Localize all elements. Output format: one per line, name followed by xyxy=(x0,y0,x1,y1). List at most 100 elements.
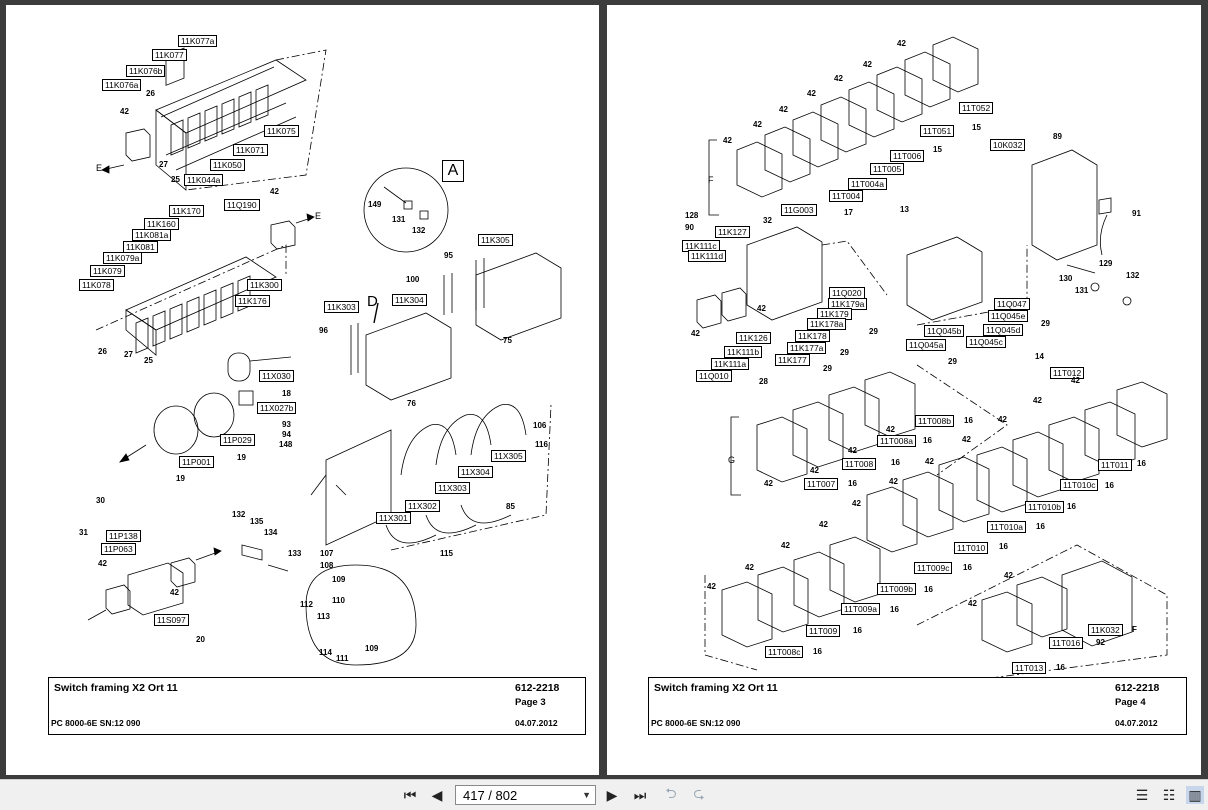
page-4: 11T052 11T051 11T006 11T005 11T004a 11T0… xyxy=(607,5,1201,775)
rotate-left-icon[interactable]: ⮌ xyxy=(665,785,677,801)
document-viewport[interactable]: 11K077a 11K077 11K076b 11K076a 11K075 11… xyxy=(0,0,1208,779)
part-label-11K300: 11K300 xyxy=(247,279,282,291)
part-label-11T009a: 11T009a xyxy=(841,603,880,615)
machine-model: PC 8000-6E SN:12 090 xyxy=(651,718,741,728)
callout-number: 16 xyxy=(1056,663,1065,672)
part-label-11P138: 11P138 xyxy=(106,530,141,542)
part-label-11K303: 11K303 xyxy=(324,301,359,313)
part-label-11K304: 11K304 xyxy=(392,294,427,306)
callout-number: 42 xyxy=(834,74,843,83)
part-label-11P001: 11P001 xyxy=(179,456,214,468)
callout-number: 42 xyxy=(886,425,895,434)
callout-number: 42 xyxy=(120,107,129,116)
callout-number: 25 xyxy=(171,175,180,184)
continuous-view-icon[interactable]: ☷ xyxy=(1162,786,1176,803)
callout-number: 132 xyxy=(412,226,426,235)
callout-number: 14 xyxy=(1035,352,1044,361)
callout-number: 16 xyxy=(999,542,1008,551)
callout-number: 13 xyxy=(900,205,909,214)
callout-number: 16 xyxy=(924,585,933,594)
callout-number: 133 xyxy=(288,549,302,558)
callout-number: 128 xyxy=(685,211,699,220)
callout-number: 32 xyxy=(763,216,772,225)
skip-to-first-icon[interactable]: ⏮ xyxy=(403,786,417,803)
callout-number: 42 xyxy=(807,89,816,98)
callout-number: 42 xyxy=(998,415,1007,424)
page-selector[interactable]: 417 / 802 ▼ xyxy=(455,785,596,805)
callout-number: 90 xyxy=(685,223,694,232)
previous-page-icon[interactable]: ◀ xyxy=(431,786,443,803)
callout-number: 106 xyxy=(533,421,547,430)
callout-number: 149 xyxy=(368,200,382,209)
callout-number: 112 xyxy=(300,600,313,609)
callout-number: 29 xyxy=(948,357,957,366)
part-label-11K077a: 11K077a xyxy=(178,35,218,47)
callout-number: 42 xyxy=(1033,396,1042,405)
callout-number: 108 xyxy=(320,561,334,570)
callout-number: 16 xyxy=(963,563,972,572)
part-label-11K177: 11K177 xyxy=(775,354,810,366)
callout-number: 42 xyxy=(889,477,898,486)
callout-number: 131 xyxy=(392,215,406,224)
callout-number: 26 xyxy=(98,347,107,356)
part-label-11T009: 11T009 xyxy=(806,625,841,637)
part-label-11K127: 11K127 xyxy=(715,226,750,238)
callout-number: 19 xyxy=(176,474,185,483)
part-label-11S097: 11S097 xyxy=(154,614,189,626)
callout-number: 17 xyxy=(844,208,853,217)
callout-number: 31 xyxy=(79,528,88,537)
part-label-11K032: 11K032 xyxy=(1088,624,1123,636)
callout-number: 16 xyxy=(923,436,932,445)
part-label-11T008: 11T008 xyxy=(842,458,877,470)
callout-number: 115 xyxy=(440,549,453,558)
exploded-parts-drawing xyxy=(87,47,562,666)
part-label-11X304: 11X304 xyxy=(458,466,493,478)
callout-number: 27 xyxy=(159,160,168,169)
callout-number: 16 xyxy=(890,605,899,614)
part-label-11T010c: 11T010c xyxy=(1060,479,1099,491)
part-label-11T004a: 11T004a xyxy=(848,178,887,190)
callout-number: 16 xyxy=(813,647,822,656)
page-3: 11K077a 11K077 11K076b 11K076a 11K075 11… xyxy=(6,5,599,775)
part-label-11T010a: 11T010a xyxy=(987,521,1026,533)
exploded-parts-drawing xyxy=(696,36,1168,686)
part-label-11K170: 11K170 xyxy=(169,205,204,217)
callout-number: 29 xyxy=(1041,319,1050,328)
page-number: Page 3 xyxy=(515,697,546,708)
callout-number: 93 xyxy=(282,420,291,429)
callout-number: 16 xyxy=(1137,459,1146,468)
callout-number: 19 xyxy=(237,453,246,462)
callout-number: 16 xyxy=(1105,481,1114,490)
callout-number: 42 xyxy=(170,588,179,597)
part-label-11T011: 11T011 xyxy=(1098,459,1132,471)
chevron-down-icon: ▼ xyxy=(582,790,591,800)
callout-number: 42 xyxy=(863,60,872,69)
next-page-icon[interactable]: ▶ xyxy=(606,786,618,803)
group-label-F: F xyxy=(708,175,714,185)
callout-number: 91 xyxy=(1132,209,1141,218)
callout-number: 109 xyxy=(332,575,346,584)
callout-number: 131 xyxy=(1075,286,1089,295)
part-label-11X302: 11X302 xyxy=(405,500,440,512)
group-label-G: G xyxy=(728,455,736,465)
callout-number: 42 xyxy=(1004,571,1013,580)
part-label-11X303: 11X303 xyxy=(435,482,470,494)
callout-number: 134 xyxy=(264,528,278,537)
part-label-11T009c: 11T009c xyxy=(914,562,953,574)
part-label-11Q010: 11Q010 xyxy=(696,370,732,382)
part-label-11K111d: 11K111d xyxy=(688,250,727,262)
single-page-view-icon[interactable]: ☰ xyxy=(1135,786,1149,803)
two-page-view-icon[interactable]: ▥ xyxy=(1186,786,1204,804)
document-date: 04.07.2012 xyxy=(1115,718,1158,728)
callout-number: 42 xyxy=(1071,376,1080,385)
callout-number: 113 xyxy=(317,612,330,621)
part-label-11Q045e: 11Q045e xyxy=(988,310,1029,322)
part-label-11Q045b: 11Q045b xyxy=(924,325,965,337)
part-label-11T006: 11T006 xyxy=(890,150,925,162)
skip-to-last-icon[interactable]: ⏭ xyxy=(633,786,647,803)
part-label-11X027b: 11X027b xyxy=(257,402,297,414)
rotate-right-icon[interactable]: ⮎ xyxy=(693,785,705,801)
part-label-11T012: 11T012 xyxy=(1050,367,1085,379)
callout-number: 42 xyxy=(757,304,766,313)
part-label-11T004: 11T004 xyxy=(829,190,864,202)
